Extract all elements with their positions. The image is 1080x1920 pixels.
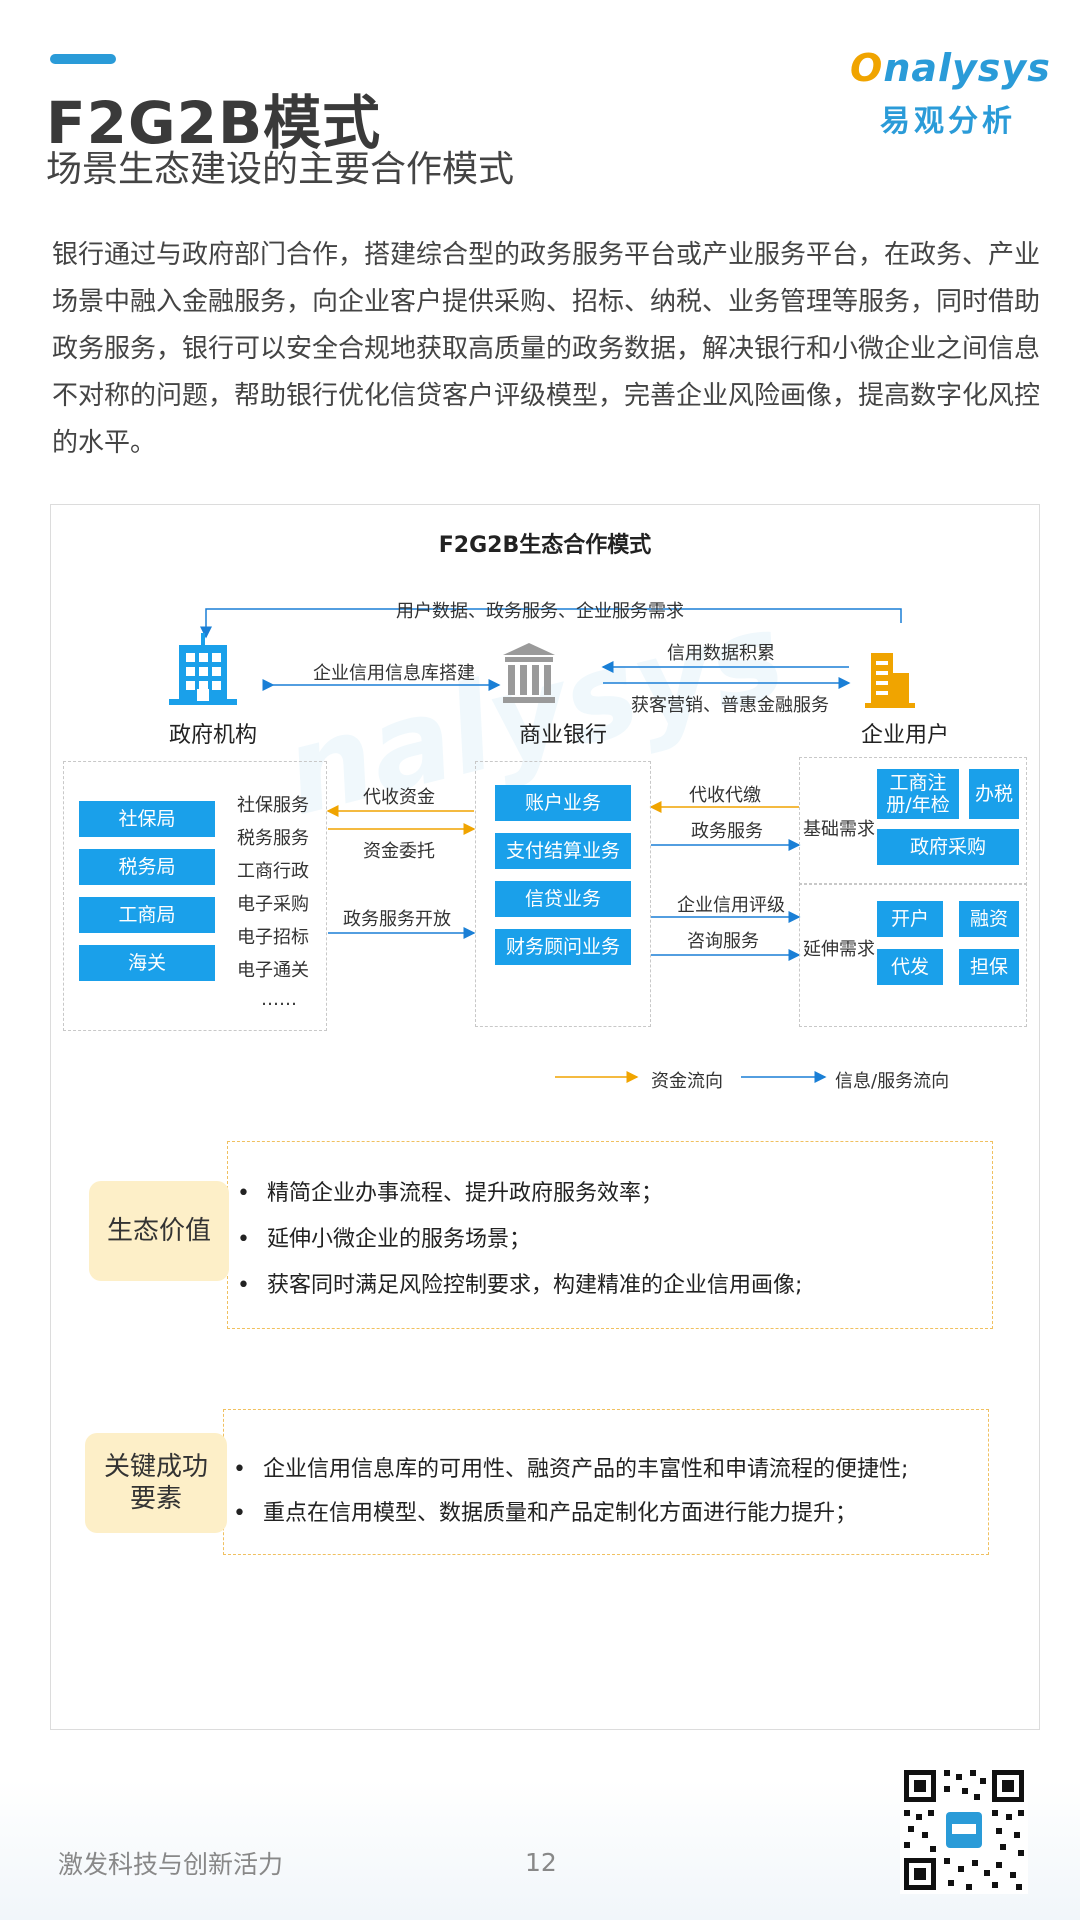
bank-service-credit: 信贷业务	[495, 881, 631, 917]
basic-needs-group	[799, 757, 1027, 885]
government-building-icon	[169, 633, 237, 705]
need-open-account: 开户	[877, 901, 943, 937]
need-tax: 办税	[969, 769, 1019, 819]
credit-flow-label: 信用数据积累	[667, 643, 775, 664]
page-title: F2G2B模式	[46, 89, 382, 157]
gov-service-item: 电子招标	[237, 927, 309, 948]
analysys-logo: Onalysys 易观分析	[850, 46, 1050, 146]
extended-needs-label: 延伸需求	[803, 939, 875, 960]
gov-bank-flow-label: 企业信用信息库搭建	[313, 663, 475, 684]
collect-pay-label: 代收代缴	[689, 785, 761, 806]
gov-unit-customs: 海关	[79, 945, 215, 981]
enterprise-building-icon	[865, 653, 915, 708]
intro-paragraph: 银行通过与政府部门合作，搭建综合型的政务服务平台或产业服务平台，在政务、产业场景…	[52, 240, 1041, 458]
diagram-arrows	[169, 608, 915, 1083]
footer-slogan: 激发科技与创新活力	[58, 1850, 284, 1879]
node-bank: 商业银行	[519, 723, 608, 748]
gov-service-item: 税务服务	[237, 828, 309, 849]
credit-rating-label: 企业信用评级	[677, 895, 785, 916]
logo-english: Onalysys	[850, 46, 1051, 90]
bank-group	[475, 761, 651, 1027]
basic-needs-label: 基础需求	[803, 819, 875, 840]
eco-value-item: •获客同时满足风险控制要求，构建精准的企业信用画像;	[237, 1273, 803, 1298]
gov-unit-commerce: 工商局	[79, 897, 215, 933]
qr-code-icon	[900, 1766, 1028, 1894]
gov-unit-tax: 税务局	[79, 849, 215, 885]
fund-entrust-label: 资金委托	[363, 841, 435, 862]
eco-value-item: •精简企业办事流程、提升政府服务效率；	[237, 1181, 664, 1206]
need-gov-procurement: 政府采购	[877, 829, 1019, 865]
open-services-label: 政务服务开放	[343, 909, 451, 930]
need-payroll: 代发	[877, 949, 943, 985]
need-financing: 融资	[959, 901, 1019, 937]
acquire-flow-label: 获客营销、普惠金融服务	[631, 695, 829, 716]
legend-info-label: 信息/服务流向	[835, 1071, 950, 1092]
logo-chinese: 易观分析	[880, 104, 1016, 139]
need-guarantee: 担保	[959, 949, 1019, 985]
gov-service-label: 政务服务	[691, 821, 763, 842]
page-number: 12	[525, 1848, 557, 1877]
key-success-item: •企业信用信息库的可用性、融资产品的丰富性和申请流程的便捷性;	[233, 1457, 909, 1482]
key-success-tag: 关键成功要素	[85, 1433, 227, 1533]
node-government: 政府机构	[169, 723, 258, 748]
gov-unit-social-security: 社保局	[79, 801, 215, 837]
gov-service-item: 电子采购	[237, 894, 309, 915]
legend-fund-label: 资金流向	[651, 1071, 723, 1092]
bank-service-payment: 支付结算业务	[495, 833, 631, 869]
gov-service-item: 工商行政	[237, 861, 309, 882]
need-business-registration: 工商注册/年检	[877, 769, 959, 819]
page-subtitle: 场景生态建设的主要合作模式	[46, 149, 515, 190]
top-flow-line	[200, 608, 902, 639]
top-flow-label: 用户数据、政务服务、企业服务需求	[396, 601, 684, 622]
collect-funds-label: 代收资金	[363, 787, 435, 808]
key-success-item: •重点在信用模型、数据质量和产品定制化方面进行能力提升；	[233, 1501, 858, 1526]
eco-value-item: •延伸小微企业的服务场景；	[237, 1227, 532, 1252]
gov-service-item: 社保服务	[237, 795, 309, 816]
gov-group	[63, 761, 327, 1031]
bank-service-advisory: 财务顾问业务	[495, 929, 631, 965]
bank-service-account: 账户业务	[495, 785, 631, 821]
gov-service-item: 电子通关	[237, 960, 309, 981]
diagram-title: F2G2B生态合作模式	[438, 533, 652, 558]
node-enterprise: 企业用户	[861, 723, 950, 748]
eco-value-tag: 生态价值	[89, 1181, 229, 1281]
extended-needs-group	[799, 883, 1027, 1027]
diagram-panel: nalysys F2G2B生态合作模式	[50, 504, 1040, 1730]
consult-label: 咨询服务	[687, 931, 759, 952]
gov-service-item: ……	[261, 989, 297, 1010]
bank-icon	[503, 643, 555, 703]
title-accent-bar	[50, 54, 116, 64]
